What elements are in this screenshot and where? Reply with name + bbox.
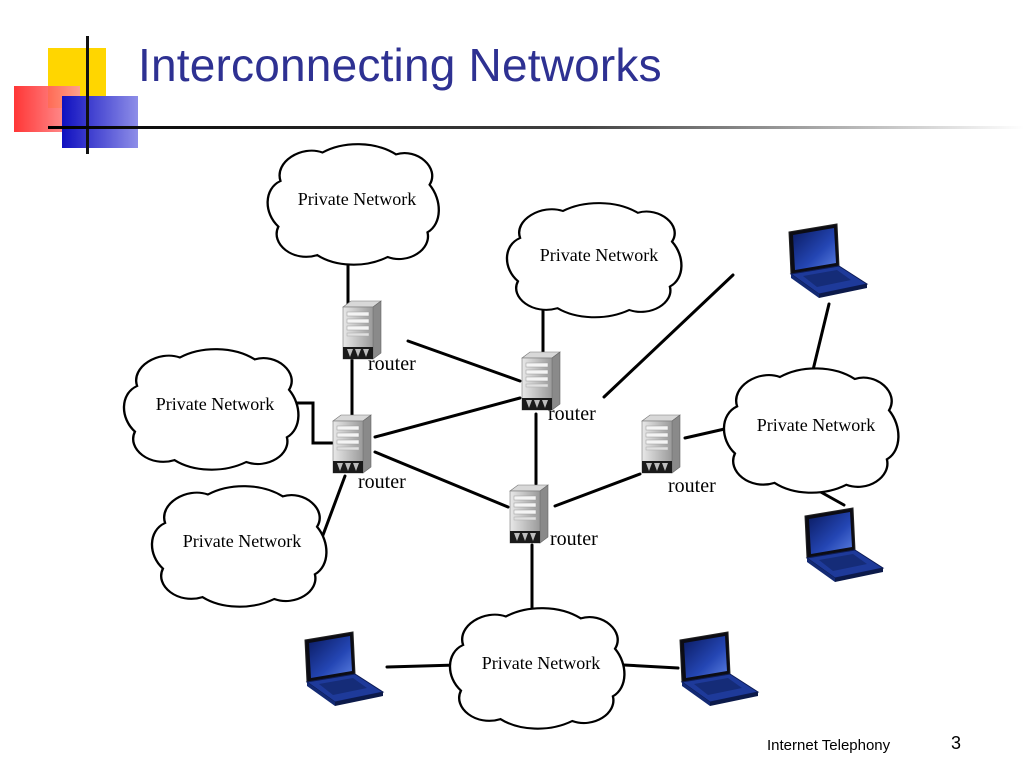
server-icon — [521, 351, 561, 411]
decor-vertical-line — [86, 36, 89, 154]
title-decoration — [14, 36, 1024, 154]
cloud-left-lower: Private Network — [150, 484, 328, 608]
cloud-bottom: Private Network — [448, 606, 626, 730]
link-router-center-internet — [602, 273, 735, 399]
cloud-label: Private Network — [298, 189, 416, 209]
router-center — [521, 351, 561, 411]
decor-blue-square — [62, 96, 138, 148]
link-router-left-cloud-leftlower — [321, 474, 347, 537]
link-cloud-leftupper-router — [288, 401, 334, 445]
laptop-icon — [788, 223, 868, 299]
router-top-left — [342, 300, 382, 360]
laptop-icon — [679, 631, 759, 707]
server-icon — [509, 484, 549, 544]
cloud-label: Private Network — [757, 415, 875, 435]
router-label: router — [358, 471, 406, 493]
link-router-bottom-right — [553, 472, 642, 508]
cloud-label: Private Network — [482, 653, 600, 673]
cloud-top-center: Private Network — [505, 201, 683, 319]
laptop-icon — [304, 631, 384, 707]
laptop-right — [804, 507, 884, 583]
server-icon — [342, 300, 382, 360]
router-bottom — [509, 484, 549, 544]
link-laptop-bottomleft-cloud — [385, 663, 459, 669]
router-right — [641, 414, 681, 474]
cloud-top: Private Network — [266, 143, 440, 266]
laptop-bottom-right — [679, 631, 759, 707]
server-icon — [641, 414, 681, 474]
router-label: router — [548, 403, 596, 425]
link-router-topleft-center — [406, 339, 522, 383]
link-router-right-cloud-right — [683, 426, 731, 440]
router-label: router — [668, 475, 716, 497]
cloud-label: Private Network — [156, 394, 274, 414]
router-label: router — [368, 353, 416, 375]
cloud-right: Private Network — [722, 367, 900, 494]
laptop-bottom-left — [304, 631, 384, 707]
cloud-label: Private Network — [540, 245, 658, 265]
router-left — [332, 414, 372, 474]
page-number: 3 — [951, 733, 962, 753]
slide-title: Interconnecting Networks — [138, 39, 662, 91]
cloud-label: Private Network — [183, 531, 301, 551]
link-router-left-bottom — [373, 450, 510, 509]
link-laptop-topright-cloud — [811, 302, 831, 372]
router-label: router — [550, 528, 598, 550]
server-icon — [332, 414, 372, 474]
title-underline — [48, 126, 1024, 129]
footer-text: Internet Telephony — [767, 737, 891, 754]
laptop-top-right — [788, 223, 868, 299]
laptop-icon — [804, 507, 884, 583]
link-router-left-center — [373, 396, 522, 439]
link-cloud-laptop-bottomright — [622, 663, 680, 670]
cloud-left-upper: Private Network — [122, 347, 300, 471]
